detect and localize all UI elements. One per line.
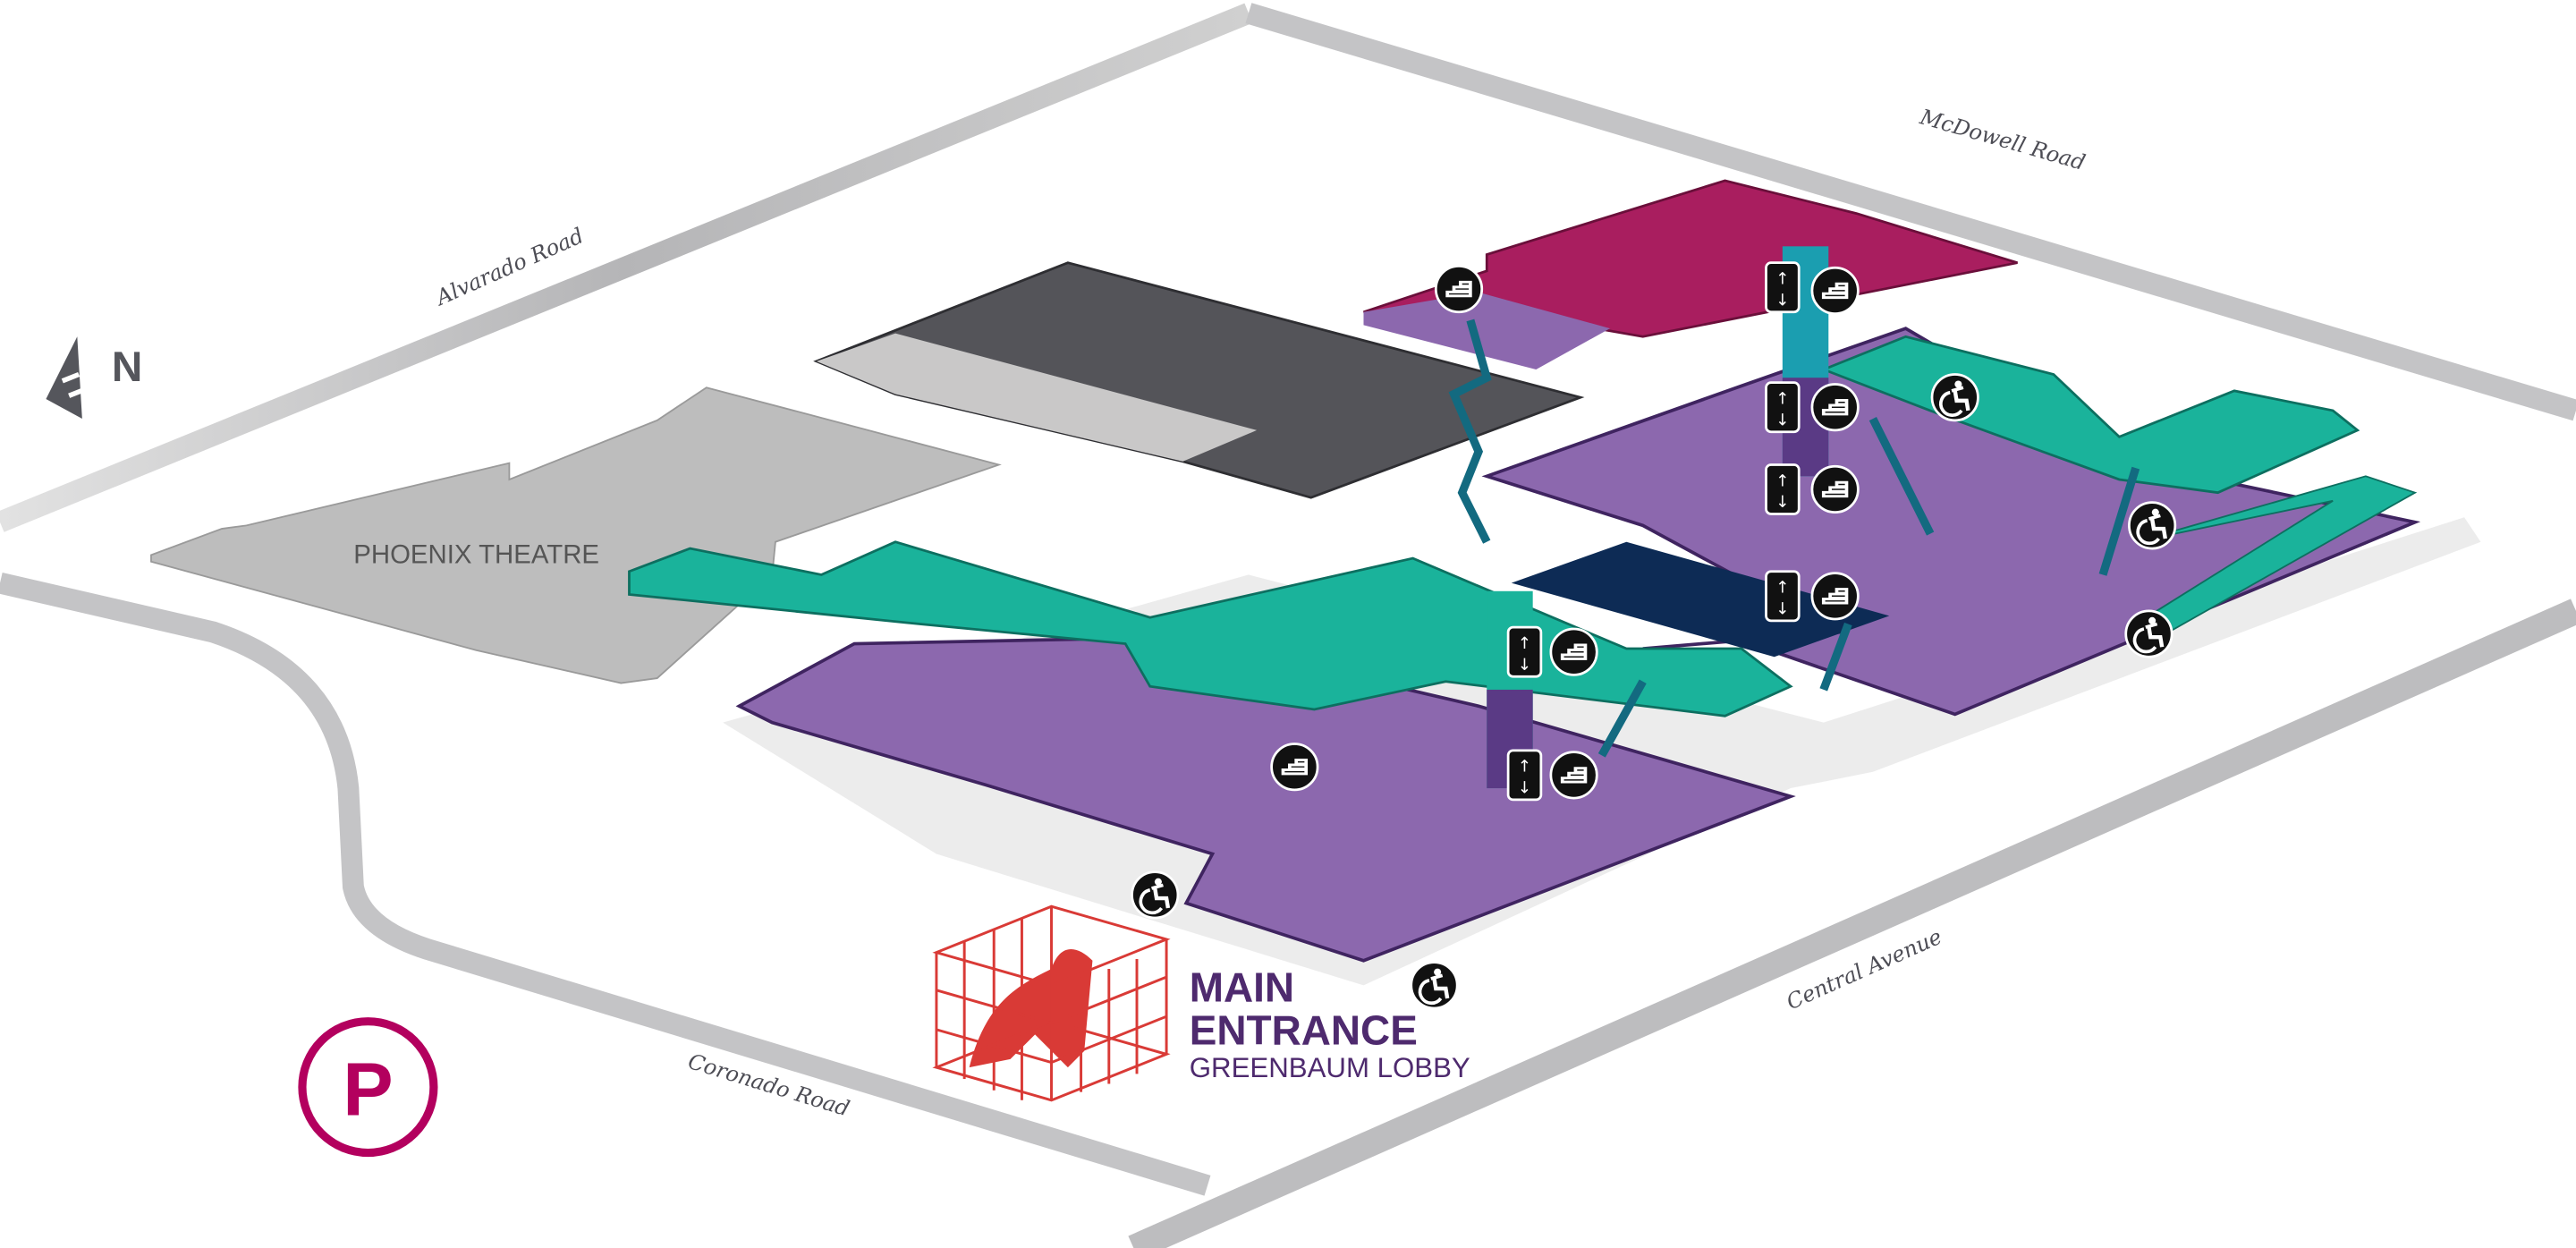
building-phoenix-theatre <box>150 386 1002 684</box>
road-coronado <box>0 572 1211 1196</box>
theatre-label: PHOENIX THEATRE <box>353 540 599 570</box>
accessible-entrance-icon[interactable] <box>1132 872 1178 918</box>
stairs-icon[interactable] <box>1549 751 1598 800</box>
stairs-icon[interactable] <box>1549 627 1598 676</box>
accessible-entrance-icon[interactable] <box>1932 375 1978 420</box>
sculpture-caged-animal <box>932 904 1171 1102</box>
entrance-title-line2: ENTRANCE <box>1190 1006 1418 1053</box>
compass-label: N <box>112 344 142 391</box>
stairs-icon[interactable] <box>1810 266 1860 315</box>
north-arrow-icon <box>46 336 87 420</box>
parking-label: P <box>343 1047 393 1131</box>
accessible-entrance-icon[interactable] <box>2126 611 2172 657</box>
stairs-icon[interactable] <box>1810 464 1860 514</box>
elevator-icon[interactable] <box>1506 625 1543 678</box>
elevator-icon[interactable] <box>1765 261 1801 314</box>
parking-icon[interactable]: P <box>298 1017 438 1158</box>
elevator-icon[interactable] <box>1506 749 1543 802</box>
road-alvarado <box>0 3 1253 532</box>
road-label-mcdowell: McDowell Road <box>1917 104 2089 175</box>
stairs-icon[interactable] <box>1810 572 1860 621</box>
stairs-icon[interactable] <box>1434 264 1484 314</box>
building-light-gray-wing <box>816 333 1258 462</box>
elevator-icon[interactable] <box>1765 570 1801 623</box>
road-central <box>1128 599 2576 1248</box>
stairs-icon[interactable] <box>1810 383 1860 432</box>
accessible-entrance-icon[interactable] <box>2129 503 2174 548</box>
elevator-icon[interactable] <box>1765 463 1801 515</box>
elevator-icon[interactable] <box>1765 381 1801 434</box>
atrium-navy <box>1511 541 1890 658</box>
stairs-icon[interactable] <box>1270 743 1319 792</box>
entrance-title-line1: MAIN <box>1190 964 1294 1011</box>
road-mcdowell <box>1245 3 2576 421</box>
level-3-purple-ledge <box>1363 292 1610 369</box>
entrance-subtitle: GREENBAUM LOBBY <box>1190 1052 1470 1083</box>
accessible-entrance-icon[interactable] <box>1411 963 1457 1008</box>
roads <box>0 3 2576 1248</box>
stairway <box>1448 318 2140 758</box>
